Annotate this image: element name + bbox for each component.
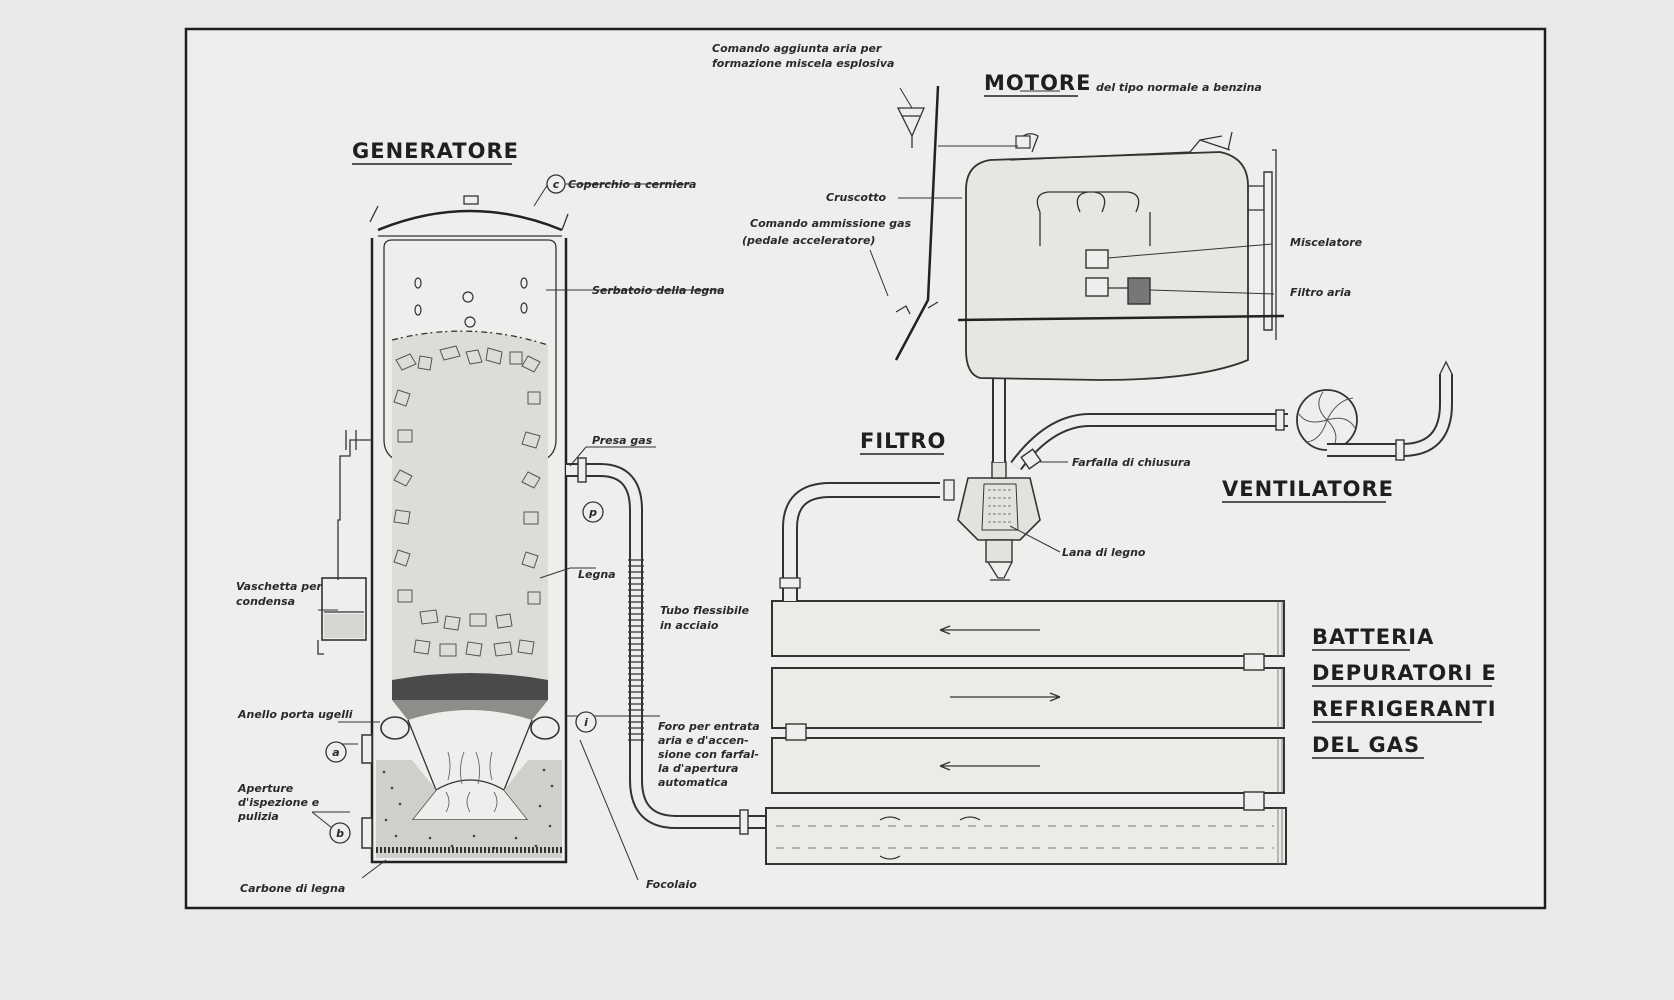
svg-text:DEPURATORI E: DEPURATORI E [1312,661,1497,685]
dashboard-controls [894,85,940,361]
svg-text:p: p [588,506,597,519]
title-generatore: GENERATORE [352,139,519,163]
leader-lines [311,87,1275,881]
svg-text:Aperture: Aperture [237,782,294,795]
label-foro: Foro per entrata aria e d'accen- sione c… [658,720,760,789]
svg-text:pulizia: pulizia [237,810,279,823]
label-presa-gas: Presa gas [592,434,653,447]
title-batteria: BATTERIA DEPURATORI E REFRIGERANTI DEL G… [1312,625,1497,759]
svg-text:la d'apertura: la d'apertura [658,762,738,775]
label-anello: Anello porta ugelli [237,708,353,721]
svg-text:DEL GAS: DEL GAS [1312,733,1420,757]
marker-p: p [582,501,604,523]
svg-text:b: b [336,827,344,840]
marker-b: b [329,822,351,844]
label-tubo: Tubo flessibile in acciaio [660,604,750,632]
svg-text:Vaschetta per: Vaschetta per [236,580,323,593]
svg-text:Foro per entrata: Foro per entrata [658,720,760,733]
label-cruscotto: Cruscotto [826,191,886,204]
svg-text:Comando ammissione gas: Comando ammissione gas [750,217,912,230]
label-miscelatore: Miscelatore [1290,236,1363,249]
svg-text:Comando aggiunta aria per: Comando aggiunta aria per [712,42,882,55]
svg-text:REFRIGERANTI: REFRIGERANTI [1312,697,1497,721]
svg-text:c: c [553,178,560,191]
generator-vessel [317,195,569,864]
svg-text:formazione miscela esplosiva: formazione miscela esplosiva [712,57,894,70]
title-ventilatore: VENTILATORE [1222,477,1394,501]
svg-text:condensa: condensa [236,595,295,608]
label-coperchio: Coperchio a cerniera [568,178,696,191]
svg-text:in acciaio: in acciaio [660,619,719,632]
label-vaschetta: Vaschetta per condensa [236,580,323,608]
filter-unit [957,461,1041,581]
title-motore: MOTORE [984,71,1091,95]
label-filtro-aria: Filtro aria [1290,286,1351,299]
label-legna: Legna [578,568,616,581]
ventilator-fan [1296,360,1453,461]
svg-text:Tubo flessibile: Tubo flessibile [660,604,750,617]
flexible-steel-pipe [566,457,766,835]
label-serbatoio: Serbatoio della legna [592,284,725,297]
svg-text:BATTERIA: BATTERIA [1312,625,1434,649]
svg-text:sione con farfal-: sione con farfal- [658,748,759,761]
marker-c: c [546,174,566,194]
svg-text:d'ispezione e: d'ispezione e [238,796,320,809]
cooler-battery [765,479,1287,865]
svg-text:a: a [332,746,339,759]
label-lana: Lana di legno [1062,546,1146,559]
svg-text:aria e d'accen-: aria e d'accen- [658,734,749,747]
svg-text:automatica: automatica [658,776,728,789]
svg-text:(pedale acceleratore): (pedale acceleratore) [742,234,875,247]
label-motore-tipo: del tipo normale a benzina [1096,81,1262,94]
marker-i: i [575,711,597,733]
marker-a: a [325,741,347,763]
title-filtro: FILTRO [860,429,946,453]
label-farfalla: Farfalla di chiusura [1072,456,1191,469]
label-carbone: Carbone di legna [240,882,345,895]
label-focolaio: Focolaio [646,878,697,891]
label-comando-aria: Comando aggiunta aria per formazione mis… [712,42,894,70]
label-comando-gas: Comando ammissione gas (pedale accelerat… [742,217,912,247]
label-aperture: Aperture d'ispezione e pulizia [237,782,320,823]
motor-block [957,131,1285,381]
svg-text:i: i [584,716,588,729]
